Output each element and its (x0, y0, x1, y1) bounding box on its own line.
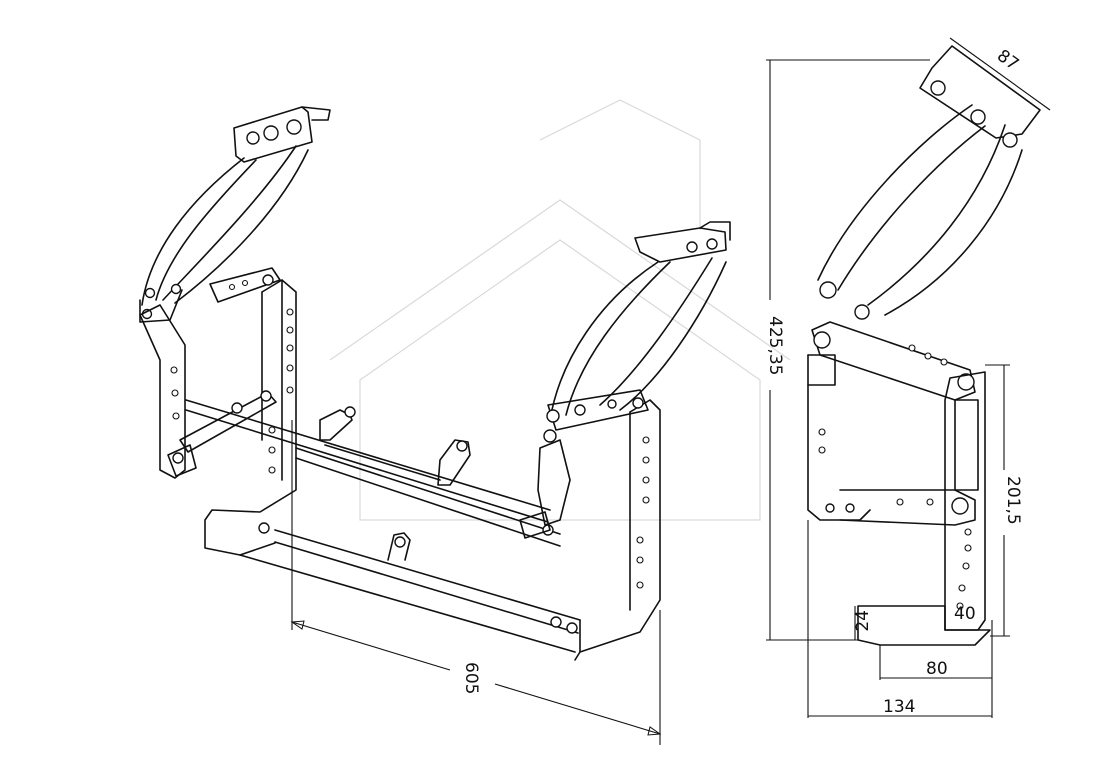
dimension-label-80: 80 (926, 659, 948, 679)
dimension-label-425: 425,35 (765, 316, 785, 375)
profile-upright (944, 371, 986, 631)
right-lower-link (519, 439, 571, 539)
left-upper-triangle (209, 267, 281, 303)
dimension-label-40: 40 (954, 604, 976, 624)
right-side-frame (550, 397, 661, 661)
profile-foot (857, 605, 991, 646)
dimension-605 (290, 420, 662, 745)
profile-dimensions (766, 37, 1051, 718)
left-scissor-arms (139, 145, 309, 323)
crossbars (185, 399, 581, 653)
right-scissor-arms (543, 257, 727, 443)
left-side-frame (204, 279, 297, 556)
left-lower-link (139, 304, 186, 479)
watermark (329, 99, 791, 521)
left-diagonal-link (167, 390, 277, 477)
side-profile-view (766, 37, 1051, 718)
dimension-label-134: 134 (883, 697, 915, 717)
profile-arms (817, 104, 1023, 320)
isometric-mechanism-view (139, 106, 731, 745)
dimension-label-201: 201,5 (1003, 476, 1023, 525)
profile-vertical-bracket (807, 354, 871, 521)
dimension-label-605: 605 (461, 662, 481, 694)
left-hinge-plate (233, 106, 331, 163)
right-hinge-plate (634, 221, 731, 263)
dimension-label-87: 87 (993, 46, 1022, 75)
profile-top-plate (919, 45, 1041, 148)
dimension-label-24: 24 (853, 610, 873, 632)
profile-horizontal-link (839, 489, 976, 526)
profile-diagonal-link (811, 321, 976, 401)
